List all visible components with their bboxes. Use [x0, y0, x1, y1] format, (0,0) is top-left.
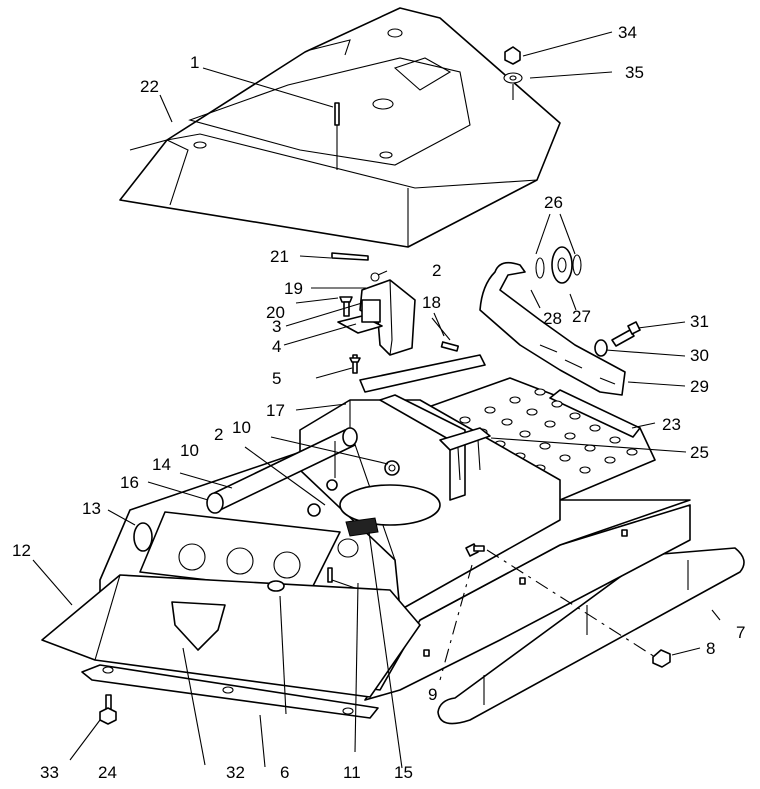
- bracket-assembly: [331, 252, 416, 374]
- callout-26: 26: [544, 193, 563, 212]
- callout-9: 9: [428, 685, 437, 704]
- base-deck: [41, 354, 745, 725]
- callout-25: 25: [690, 443, 709, 462]
- callout-3: 3: [272, 317, 281, 336]
- nut-part-34: [503, 46, 523, 100]
- callout-22: 22: [140, 77, 159, 96]
- callout-labels: 1 2 2 3 4 5 6 7 8 9 10 10 11 12 13 14 15…: [12, 23, 745, 782]
- callout-27: 27: [572, 307, 591, 326]
- pin-part-1: [334, 102, 340, 170]
- centerline-9: [439, 564, 473, 681]
- callout-7: 7: [736, 623, 745, 642]
- callout-8: 8: [706, 639, 715, 658]
- leader-lines: [32, 31, 721, 769]
- pin-part-18: [431, 317, 460, 352]
- callout-35: 35: [625, 63, 644, 82]
- callout-18: 18: [422, 293, 441, 312]
- callout-4: 4: [272, 337, 281, 356]
- callout-1: 1: [190, 53, 199, 72]
- callout-24: 24: [98, 763, 117, 782]
- callout-13: 13: [82, 499, 101, 518]
- callout-17: 17: [266, 401, 285, 420]
- callout-11: 11: [343, 763, 361, 782]
- hood-cover: [119, 7, 561, 248]
- callout-28: 28: [543, 309, 562, 328]
- callout-32: 32: [226, 763, 245, 782]
- deck-holes: [459, 388, 638, 474]
- callout-16: 16: [120, 473, 139, 492]
- callout-10b: 10: [180, 441, 199, 460]
- callout-15: 15: [394, 763, 413, 782]
- callout-10: 10: [232, 418, 251, 437]
- callout-19: 19: [284, 279, 303, 298]
- handle-bar: [479, 246, 626, 396]
- callout-30: 30: [690, 346, 709, 365]
- callout-29: 29: [690, 377, 709, 396]
- callout-12: 12: [12, 541, 31, 560]
- bolt-part-31: [594, 321, 641, 357]
- callout-14: 14: [152, 455, 171, 474]
- callout-2: 2: [432, 261, 441, 280]
- callout-33: 33: [40, 763, 59, 782]
- callout-21: 21: [270, 247, 289, 266]
- callout-20: 20: [266, 303, 285, 322]
- callout-5: 5: [272, 369, 281, 388]
- centerline-8: [486, 549, 656, 658]
- callout-2b: 2: [214, 425, 223, 444]
- callout-31: 31: [690, 312, 709, 331]
- callout-6: 6: [280, 763, 289, 782]
- callout-34: 34: [618, 23, 637, 42]
- callout-23: 23: [662, 415, 681, 434]
